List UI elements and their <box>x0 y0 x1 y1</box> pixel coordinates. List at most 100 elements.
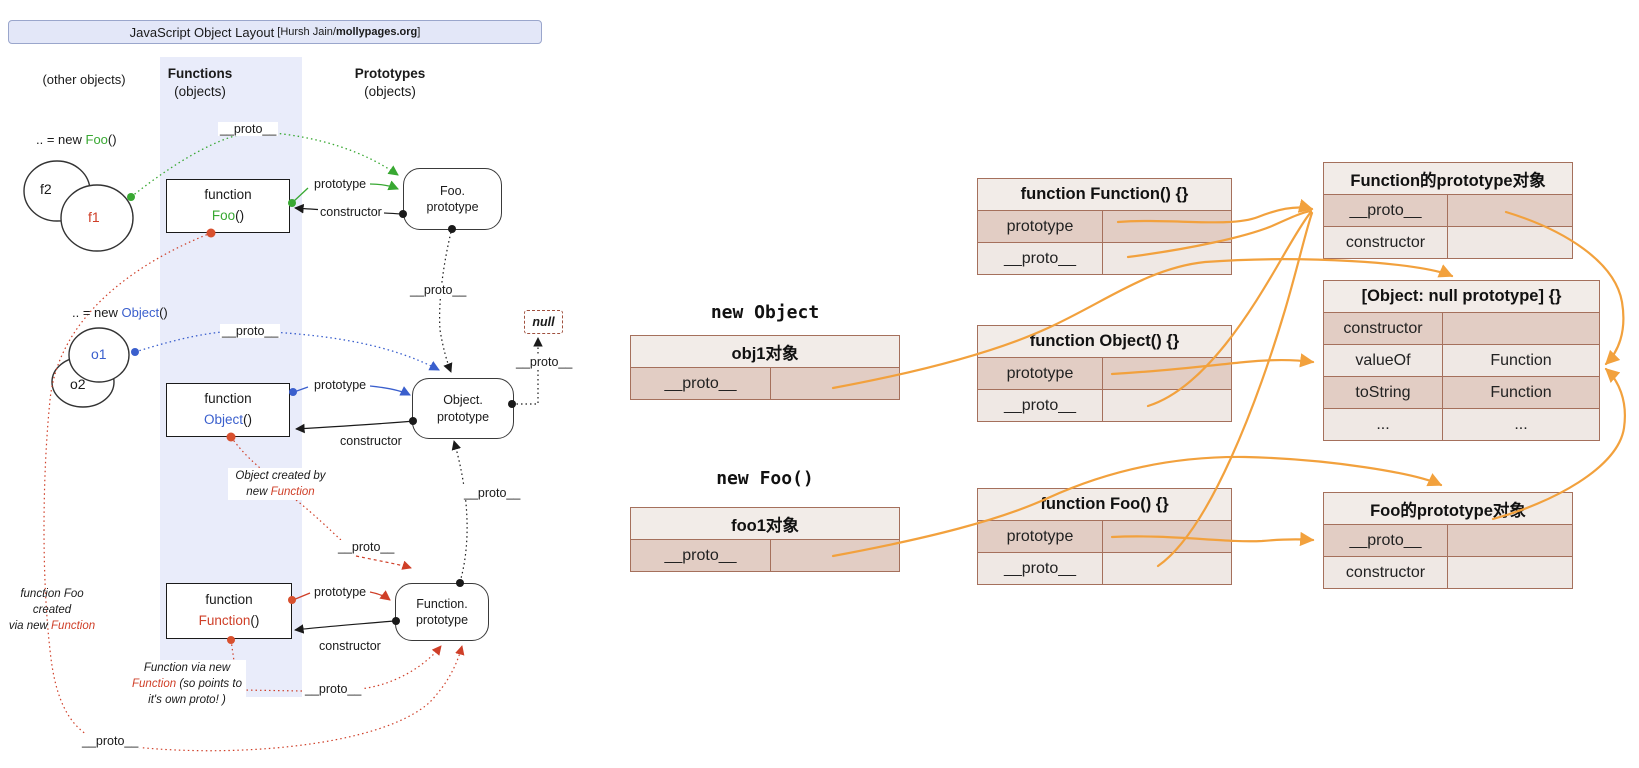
prototype-label-foo: prototype <box>312 177 369 191</box>
title-attribution-prefix: [Hursh Jain/ <box>274 26 336 38</box>
table-row: valueOf Function <box>1324 344 1599 376</box>
object-proto-constructor-key: constructor <box>1324 313 1443 344</box>
foo-prototype-box: Foo. prototype <box>403 168 502 230</box>
table-row: __proto__ <box>978 552 1231 584</box>
table-row: prototype <box>978 520 1231 552</box>
table-obj1-title: obj1对象 <box>631 336 899 367</box>
new-object-expression: .. = new Object() <box>72 305 168 320</box>
function-proto-proto-value <box>1448 195 1572 226</box>
obj1-proto-key: __proto__ <box>631 368 771 399</box>
function-function-line1: function <box>205 592 253 608</box>
column-header-functions-title: Functions <box>167 66 233 81</box>
object-created-link-2 <box>295 499 343 542</box>
table-obj1: obj1对象 __proto__ <box>630 335 900 400</box>
title-attribution-suffix: ] <box>417 26 421 38</box>
function-function-line2: Function() <box>199 611 260 632</box>
object-prototype-box: Object. prototype <box>412 378 514 439</box>
fn-object-prototype-value <box>1103 358 1231 389</box>
note-object-created-name: Function <box>270 486 315 499</box>
foo-proto-proto-key: __proto__ <box>1324 525 1448 556</box>
function-prototype-box: Function. prototype <box>395 583 489 641</box>
table-foo-prototype-title: Foo的prototype对象 <box>1324 493 1572 524</box>
table-row: __proto__ <box>631 367 899 399</box>
object-prototype-arrow <box>369 385 411 396</box>
table-function-prototype-title: Function的prototype对象 <box>1324 163 1572 194</box>
fn-object-prototype-key: prototype <box>978 358 1103 389</box>
circle-label-o2: o2 <box>70 376 86 392</box>
note-foo-created: function Foo created via new Function <box>2 586 102 634</box>
note-foo-created-line3: via new Function <box>2 618 102 634</box>
functionproto-to-objectproto-arrow <box>451 440 468 583</box>
new-object-name: Object <box>121 305 160 320</box>
circle-label-f2: f2 <box>40 181 52 197</box>
note-function-via-own: own <box>165 694 187 707</box>
caption-new-object: new Object <box>710 302 820 323</box>
foo-proto-constructor-key: constructor <box>1324 557 1448 588</box>
table-row: ... ... <box>1324 408 1599 440</box>
foo-proto-proto-value <box>1448 525 1572 556</box>
note-object-created-line2: new Function <box>228 484 333 500</box>
table-foo1-title: foo1对象 <box>631 508 899 539</box>
proto-label-foo: __proto__ <box>218 122 279 136</box>
table-foo-prototype: Foo的prototype对象 __proto__ constructor <box>1323 492 1573 589</box>
object-proto-valueof-key: valueOf <box>1324 345 1443 376</box>
column-header-functions: Functions (objects) <box>150 65 250 101</box>
table-row: prototype <box>978 357 1231 389</box>
object-prototype-line1: Object. <box>443 393 483 408</box>
table-row: toString Function <box>1324 376 1599 408</box>
table-foo-constructor: function Foo() {} prototype __proto__ <box>977 488 1232 585</box>
proto-label-functionproto: __proto__ <box>462 486 523 500</box>
prototype-label-object: prototype <box>312 378 369 392</box>
note-function-via-name: Function <box>132 678 177 691</box>
function-foo-name: Foo <box>211 208 236 223</box>
fn-function-proto-key: __proto__ <box>978 243 1103 274</box>
function-prototype-arrow <box>369 590 391 601</box>
table-row: constructor <box>1324 312 1599 344</box>
table-foo-constructor-title: function Foo() {} <box>978 489 1231 520</box>
table-object-prototype: [Object: null prototype] {} constructor … <box>1323 280 1600 441</box>
table-object-constructor: function Object() {} prototype __proto__ <box>977 325 1232 422</box>
fn-foo-prototype-value <box>1103 521 1231 552</box>
note-object-created-pre: new <box>246 486 271 499</box>
function-function-box: function Function() <box>166 583 292 639</box>
fn-object-proto-value <box>1103 390 1231 421</box>
note-foo-created-line1: function Foo <box>20 588 84 600</box>
new-object-prefix: .. = new <box>72 305 122 320</box>
function-object-line2: Object() <box>204 410 252 431</box>
column-header-prototypes: Prototypes (objects) <box>340 65 440 101</box>
object-proto-tostring-value: Function <box>1490 383 1552 401</box>
column-header-functions-sub: (objects) <box>174 84 226 100</box>
function-foo-box: function Foo() <box>166 179 290 233</box>
table-row: __proto__ <box>1324 524 1572 556</box>
note-function-via-rest: (so points to <box>176 678 242 691</box>
fn-foo-prototype-key: prototype <box>978 521 1103 552</box>
title-attribution-site: mollypages.org <box>335 26 418 38</box>
column-header-other-objects: (other objects) <box>42 72 126 87</box>
object-proto-tostring-key: toString <box>1324 377 1443 408</box>
function-function-parens: () <box>250 613 260 628</box>
function-prototype-line2: prototype <box>415 613 469 627</box>
object-proto-ellipsis-key: ... <box>1324 409 1443 440</box>
note-function-via-rest3: proto! ) <box>186 694 226 707</box>
note-function-via-line2: Function (so points to <box>128 676 246 692</box>
proto-label-fooproto: __proto__ <box>408 283 469 297</box>
object-proto-constructor-value <box>1443 313 1599 344</box>
table-object-prototype-title: [Object: null prototype] {} <box>1324 281 1599 312</box>
table-row: constructor <box>1324 556 1572 588</box>
function-proto-proto-key: __proto__ <box>1324 195 1448 226</box>
function-foo-parens: () <box>235 208 245 223</box>
fn-object-proto-key: __proto__ <box>978 390 1103 421</box>
proto-label-o1: __proto__ <box>220 324 281 338</box>
function-function-name: Function <box>198 613 251 628</box>
circle-label-f1: f1 <box>88 209 100 225</box>
table-object-constructor-title: function Object() {} <box>978 326 1231 357</box>
new-foo-prefix: .. = new <box>36 132 86 147</box>
table-row: __proto__ <box>631 539 899 571</box>
proto-label-bottom: __proto__ <box>80 734 141 748</box>
object-prototype-line2: prototype <box>436 409 490 424</box>
function-constructor-arrow <box>294 620 395 634</box>
table-function-constructor-title: function Function() {} <box>978 179 1231 210</box>
fn-function-prototype-value <box>1103 211 1231 242</box>
note-function-via: Function via new Function (so points to … <box>128 660 246 709</box>
